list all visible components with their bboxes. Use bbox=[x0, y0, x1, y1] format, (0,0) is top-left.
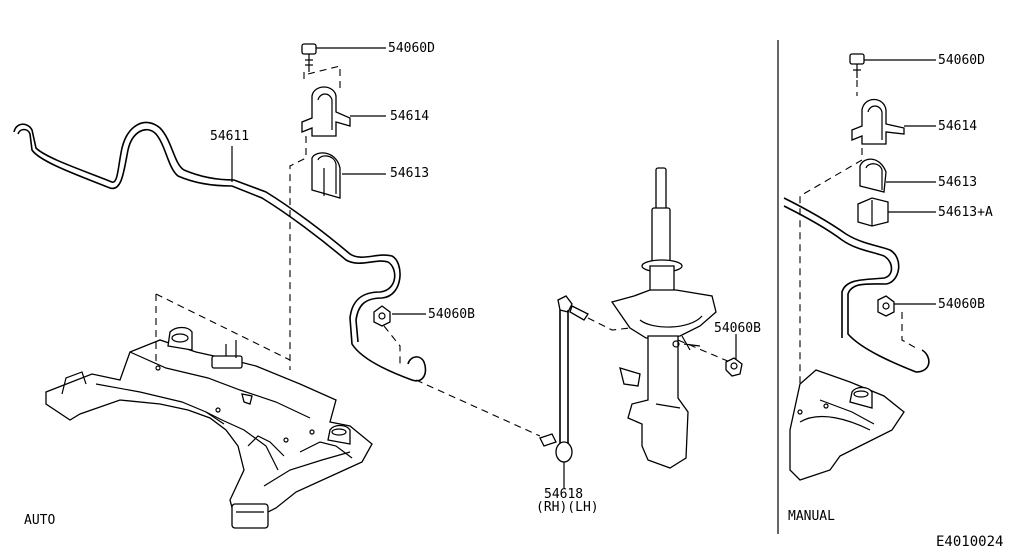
label-link-side: (RH)(LH) bbox=[536, 500, 599, 515]
label-clamp-54614-manual: 54614 bbox=[938, 119, 977, 134]
label-bar-54611: 54611 bbox=[210, 129, 249, 144]
clamp-54614-manual bbox=[851, 98, 936, 145]
subframe-manual bbox=[789, 369, 905, 481]
strut-assembly bbox=[610, 167, 743, 469]
label-bolt-54060d-manual: 54060D bbox=[938, 53, 985, 68]
label-bushing-54613-manual: 54613 bbox=[938, 175, 977, 190]
bolt-54060d-auto bbox=[301, 43, 386, 72]
label-nut-54060b-strut: 54060B bbox=[714, 321, 761, 336]
stabilizer-link bbox=[415, 295, 631, 463]
label-clamp-54614-auto: 54614 bbox=[390, 109, 429, 124]
label-nut-54060b-manual: 54060B bbox=[938, 297, 985, 312]
label-bushing-54613a-manual: 54613+A bbox=[938, 205, 993, 220]
label-bolt-54060d-auto: 54060D bbox=[388, 41, 435, 56]
label-figure-code: E4010024 bbox=[936, 534, 1003, 550]
bolt-54060d-manual bbox=[849, 53, 936, 96]
bushing-54613-manual bbox=[799, 148, 936, 386]
stabilizer-bar-manual bbox=[783, 197, 930, 373]
nut-54060b-manual bbox=[877, 295, 936, 317]
label-bushing-54613-auto: 54613 bbox=[390, 166, 429, 181]
front-subframe bbox=[45, 293, 373, 529]
clamp-54614-auto bbox=[301, 65, 386, 137]
bushing-54613-auto bbox=[289, 136, 386, 370]
label-nut-54060b-auto: 54060B bbox=[428, 307, 475, 322]
label-variant-manual: MANUAL bbox=[788, 509, 835, 524]
label-variant-auto: AUTO bbox=[24, 513, 55, 528]
nut-54060b-auto bbox=[373, 305, 426, 366]
bushing-54613a-manual bbox=[857, 197, 936, 227]
label-link-54618: 54618 bbox=[544, 487, 583, 502]
stabilizer-bar bbox=[13, 121, 427, 382]
